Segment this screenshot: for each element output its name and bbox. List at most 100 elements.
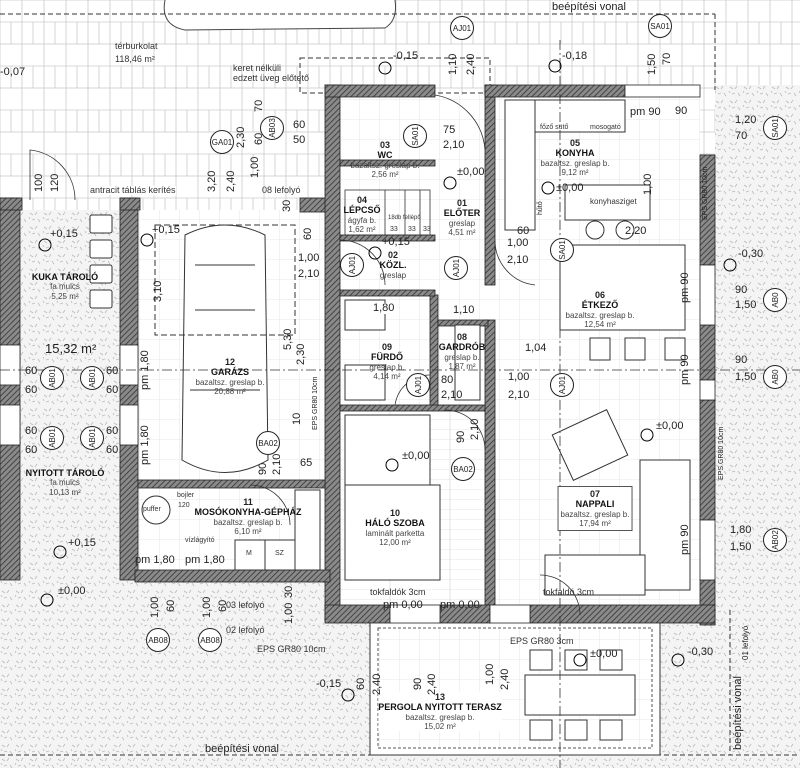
dimension: 90	[735, 354, 748, 366]
room-number: 10	[389, 508, 400, 518]
sill-level: pm 90	[630, 106, 661, 118]
room-name: NYITOTT TÁROLÓ	[25, 468, 105, 478]
sill-level: pm 1,80	[135, 554, 175, 566]
stair-step: 33	[390, 226, 398, 233]
sill-level: pm 90	[679, 272, 691, 303]
room-number: 04	[356, 195, 368, 205]
dimension: 90	[257, 462, 269, 475]
cooker-label: főző sütő	[540, 124, 569, 131]
room-name: GARDRÓB	[438, 342, 486, 353]
dimension: 1,50	[735, 299, 757, 311]
level-mark: ±0,00	[556, 182, 584, 194]
dimension: 2,10	[271, 453, 283, 475]
dimension: 2,40	[225, 170, 237, 192]
stair-step: 33	[423, 226, 431, 233]
dimension: 60	[293, 119, 306, 131]
dimension: 60	[517, 225, 530, 237]
room-number: 09	[381, 342, 393, 352]
room-name: ELŐTER	[443, 208, 481, 219]
room-area: 12,00 m²	[379, 537, 411, 547]
window-tag: SA01	[763, 116, 787, 140]
room-floor: greslap	[448, 218, 476, 228]
room-number: 05	[569, 138, 580, 148]
dimension: 10	[291, 412, 303, 425]
dimension: 1,00	[249, 156, 261, 178]
dimension: 90	[412, 677, 424, 690]
level-mark: ±0,00	[58, 585, 86, 597]
room-area: 12,54 m²	[584, 319, 616, 329]
room-area: 17,94 m²	[579, 518, 611, 528]
dimension: 70	[735, 130, 748, 142]
dimension: 2,10	[443, 139, 465, 151]
room-number: 06	[594, 290, 605, 300]
room-area: 1,62 m²	[348, 224, 376, 234]
dimension: 1,00	[298, 252, 320, 264]
sill-level: pm 0,00	[383, 599, 423, 611]
stair-step: 33	[408, 226, 416, 233]
door-tag: AJ01	[450, 16, 474, 40]
room-name: GARÁZS	[211, 367, 249, 378]
room-floor: fa mulcs	[50, 478, 80, 488]
dimension: 60	[25, 384, 38, 396]
paving-label: térburkolat	[115, 41, 158, 51]
door-tag: SA01	[550, 238, 574, 262]
dimension: 2,30	[235, 126, 247, 148]
door-tag: BA02	[451, 457, 475, 481]
dimension: 1,50	[730, 541, 752, 553]
drain-note: 02 lefolyó	[226, 625, 265, 635]
dimension: 1,80	[373, 302, 395, 314]
room-name: KUKA TÁROLÓ	[31, 272, 99, 282]
room-area: 15,02 m²	[424, 721, 456, 731]
dimension: 2,40	[426, 673, 438, 695]
dimension: 1,00	[508, 371, 530, 383]
dimension: 60	[253, 132, 265, 145]
dimension: 2,40	[499, 668, 511, 690]
level-mark: -0,07	[0, 66, 26, 78]
window-tag: AB08	[146, 628, 170, 652]
room-floor: bazaltsz. greslap b.	[560, 509, 630, 519]
room-number: 01	[456, 198, 468, 208]
dimension: 60	[25, 444, 38, 456]
level-mark: +0,15	[152, 224, 180, 236]
room-number: 03	[379, 140, 390, 150]
dimension: 90	[455, 430, 467, 443]
level-mark: +0,15	[68, 537, 96, 549]
dimension: 2,10	[469, 418, 481, 440]
buffer-tank-label: puffer	[143, 506, 161, 513]
room-name: FÜRDŐ	[370, 352, 403, 363]
room-floor: bazaltsz. greslap b.	[195, 377, 265, 387]
building-line-right: beépítési vonal	[732, 676, 744, 750]
room-name: PERGOLA NYITOTT TERASZ	[378, 702, 502, 713]
room-area: 1,87 m²	[448, 361, 476, 371]
window-tag: AB0	[763, 288, 787, 312]
sill-level: pm 1,80	[139, 350, 151, 390]
room-floor: bazaltsz. greslap b.	[565, 310, 635, 320]
room-number: 12	[224, 357, 235, 367]
window-tag: SA01	[403, 124, 427, 148]
dimension: 60	[106, 365, 119, 377]
dimension: 70	[661, 52, 673, 65]
door-tag: AJ01	[444, 256, 468, 280]
dimension: 60	[106, 444, 119, 456]
room-floor: greslap	[379, 270, 407, 280]
dimension: 75	[443, 124, 456, 136]
door-tag: AJ01	[340, 253, 364, 277]
dimension: 30	[281, 199, 293, 212]
dimension: 60	[25, 425, 38, 437]
level-mark: ±0,00	[457, 166, 485, 178]
room-area: 4,14 m²	[373, 371, 401, 381]
dimension: 2,40	[465, 53, 477, 75]
building-line-bottom: beépítési vonal	[205, 743, 279, 755]
drain-note: 08 lefolyó	[262, 185, 301, 195]
room-name: HÁLÓ SZOBA	[365, 518, 425, 529]
dimension: 1,50	[646, 53, 658, 75]
door-tag: BA02	[256, 431, 280, 455]
